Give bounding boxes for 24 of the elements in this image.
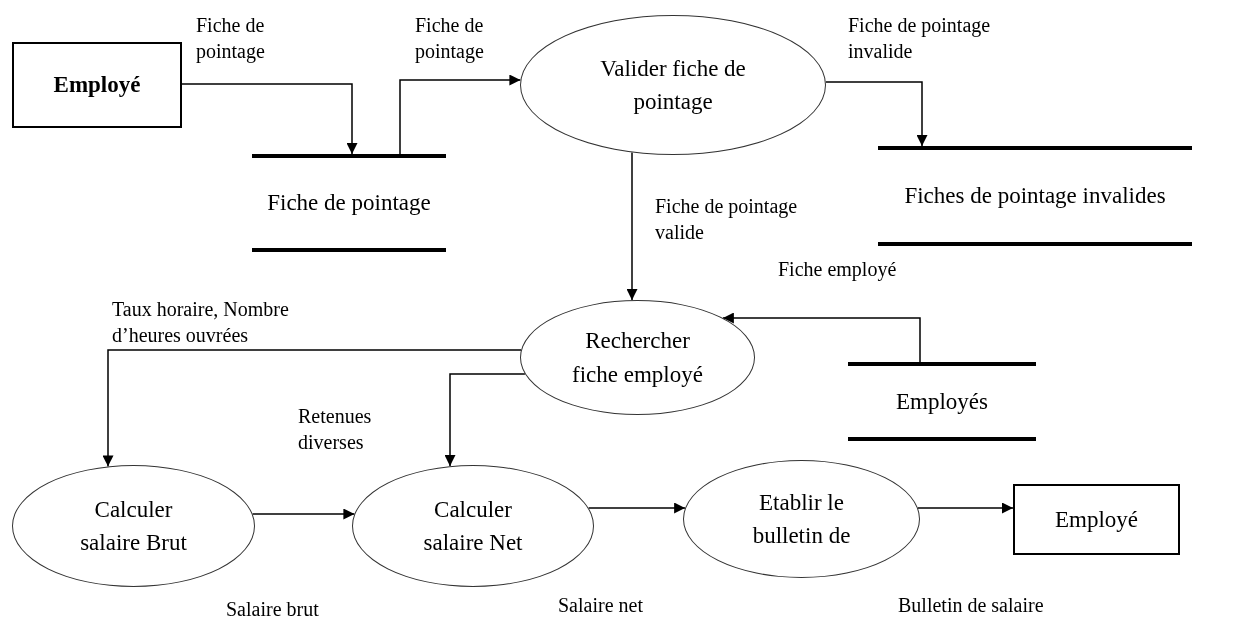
arrow bbox=[251, 508, 356, 520]
entity-box bbox=[1013, 484, 1180, 555]
process-label: Calculer salaire Net bbox=[422, 495, 524, 557]
data-store bbox=[848, 362, 1036, 441]
process-label: Rechercher fiche employé bbox=[571, 327, 704, 389]
arrow bbox=[587, 502, 686, 514]
process-label: Calculer salaire Brut bbox=[79, 495, 188, 557]
entity-label: Employé bbox=[1054, 505, 1138, 534]
entity-box bbox=[12, 42, 182, 128]
arrow bbox=[399, 74, 522, 155]
entity-label: Employé bbox=[53, 71, 141, 100]
data-store bbox=[878, 146, 1192, 246]
arrow bbox=[626, 151, 638, 301]
arrow bbox=[444, 373, 526, 467]
arrow bbox=[722, 312, 921, 363]
arrow bbox=[917, 502, 1014, 514]
process-label: Etablir le bulletin de bbox=[751, 488, 852, 550]
store-label: Fiche de pointage bbox=[267, 189, 431, 218]
data-store bbox=[252, 154, 446, 252]
process-label: Valider fiche de pointage bbox=[599, 54, 747, 116]
store-label: Employés bbox=[896, 387, 988, 416]
arrow bbox=[181, 83, 358, 155]
arrow bbox=[825, 81, 928, 147]
store-label: Fiches de pointage invalides bbox=[904, 182, 1166, 211]
